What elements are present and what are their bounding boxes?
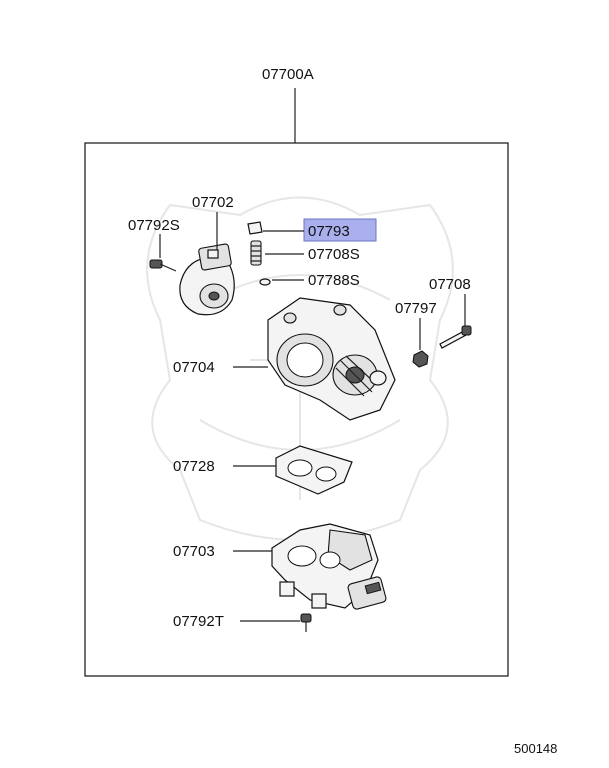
part-07792S-screw <box>149 259 177 272</box>
callout-07708S: 07708S <box>308 246 360 263</box>
part-07793-cap <box>247 221 263 235</box>
callout-07703: 07703 <box>173 543 215 560</box>
part-07708S-spring <box>250 240 262 266</box>
part-07703-housing <box>271 523 387 610</box>
part-07728-gasket <box>275 445 353 495</box>
callout-07792T: 07792T <box>173 613 224 630</box>
part-07792T-screw <box>300 613 312 632</box>
part-07708-bolt <box>439 325 472 349</box>
callout-07788S: 07788S <box>308 272 360 289</box>
diagram-frame <box>84 142 509 677</box>
callout-07708: 07708 <box>429 276 471 293</box>
callout-07797: 07797 <box>395 300 437 317</box>
callout-07702: 07702 <box>192 194 234 211</box>
diagram-code: 500148 <box>514 741 557 756</box>
assembly-label: 07700A <box>262 66 314 83</box>
callout-07792S: 07792S <box>128 217 180 234</box>
part-07797-nut <box>412 350 429 368</box>
part-07788S-o-ring <box>259 278 271 286</box>
part-07702-throttle-sensor <box>179 243 235 316</box>
callout-07728: 07728 <box>173 458 215 475</box>
highlight-box-07793[interactable] <box>303 218 377 242</box>
callout-07793[interactable]: 07793 <box>308 223 350 240</box>
callout-07704: 07704 <box>173 359 215 376</box>
part-07704-throttle-body <box>267 297 396 421</box>
